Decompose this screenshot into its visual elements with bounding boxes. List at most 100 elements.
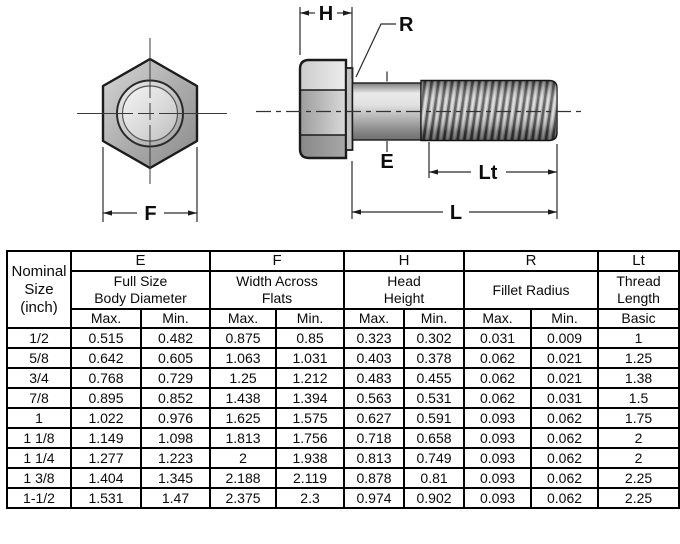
- column-name-H: Head Height: [343, 270, 466, 310]
- column-name-R: Fillet Radius: [463, 270, 600, 310]
- value-cell: 1.625: [209, 407, 278, 429]
- value-cell: 0.515: [70, 327, 142, 349]
- column-letter-R: R: [463, 250, 600, 272]
- value-cell: 1: [597, 327, 680, 349]
- value-cell: 0.852: [139, 387, 212, 409]
- f-arrow-right: [188, 210, 197, 216]
- value-cell: 1.223: [139, 447, 212, 469]
- body-diameter-label: E: [380, 151, 393, 173]
- header-subcolumn-row: Max.Min.Max.Min.Max.Min.Max.Min.Basic: [7, 308, 680, 329]
- value-cell: 1.098: [139, 427, 212, 449]
- subcolumn-H-Min: Min.: [403, 308, 466, 329]
- value-cell: 0.974: [343, 487, 406, 509]
- value-cell: 0.093: [463, 447, 533, 469]
- value-cell: 0.323: [343, 327, 406, 349]
- column-name-E: Full Size Body Diameter: [69, 270, 212, 310]
- nominal-size-cell: 1 3/8: [6, 467, 72, 489]
- value-cell: 1.022: [70, 407, 142, 429]
- table-row-1 1/4: 1 1/41.2771.22321.9380.8130.7490.0930.06…: [6, 447, 680, 469]
- value-cell: 1.5: [597, 387, 680, 409]
- lt-arrow-left: [429, 169, 438, 175]
- value-cell: 1.149: [70, 427, 142, 449]
- subcolumn-E-Max: Max.: [70, 308, 142, 329]
- nominal-size-cell: 5/8: [6, 347, 72, 369]
- bolt-head-front-view: F: [77, 38, 227, 225]
- value-cell: 0.483: [343, 367, 406, 389]
- f-arrow-left: [103, 210, 112, 216]
- value-cell: 0.302: [403, 327, 466, 349]
- nominal-size-cell: 3/4: [6, 367, 72, 389]
- value-cell: 0.062: [463, 387, 533, 409]
- value-cell: 0.563: [343, 387, 406, 409]
- value-cell: 0.749: [403, 447, 466, 469]
- value-cell: 2.25: [597, 467, 680, 489]
- value-cell: 0.875: [209, 327, 278, 349]
- l-arrow-left: [352, 209, 361, 215]
- value-cell: 1.813: [209, 427, 278, 449]
- value-cell: 0.031: [530, 387, 600, 409]
- value-cell: 0.378: [403, 347, 466, 369]
- h-arrow-left: [300, 10, 309, 16]
- value-cell: 0.81: [403, 467, 466, 489]
- value-cell: 1.47: [139, 487, 212, 509]
- value-cell: 1.438: [209, 387, 278, 409]
- value-cell: 2.3: [275, 487, 346, 509]
- value-cell: 0.031: [463, 327, 533, 349]
- value-cell: 0.642: [70, 347, 142, 369]
- value-cell: 0.605: [139, 347, 212, 369]
- value-cell: 1.75: [597, 407, 680, 429]
- nominal-size-cell: 1 1/4: [6, 447, 72, 469]
- value-cell: 1.38: [597, 367, 680, 389]
- column-name-Lt: Thread Length: [597, 270, 680, 310]
- bolt-side-view: H R E Lt: [256, 3, 585, 224]
- value-cell: 0.403: [343, 347, 406, 369]
- lt-arrow-right: [548, 169, 557, 175]
- overall-length-dimension: [351, 161, 557, 219]
- value-cell: 0.062: [530, 447, 600, 469]
- value-cell: 0.895: [70, 387, 142, 409]
- width-across-flats-label: F: [144, 203, 156, 225]
- bolt-technical-drawing: F H: [77, 3, 585, 225]
- value-cell: 1.938: [275, 447, 346, 469]
- value-cell: 1.25: [209, 367, 278, 389]
- nominal-size-cell: 7/8: [6, 387, 72, 409]
- value-cell: 0.062: [530, 487, 600, 509]
- value-cell: 2.188: [209, 467, 278, 489]
- value-cell: 0.062: [530, 407, 600, 429]
- head-outline: [298, 58, 348, 160]
- column-letter-H: H: [343, 250, 466, 272]
- subcolumn-Lt-Basic: Basic: [597, 308, 680, 329]
- value-cell: 1.345: [139, 467, 212, 489]
- thread-shading: [421, 80, 557, 141]
- value-cell: 0.093: [463, 407, 533, 429]
- nominal-size-cell: 1 1/8: [6, 427, 72, 449]
- head-bottom-facet: [300, 135, 346, 158]
- value-cell: 0.531: [403, 387, 466, 409]
- nominal-size-cell: 1/2: [6, 327, 72, 349]
- subcolumn-R-Max: Max.: [463, 308, 533, 329]
- value-cell: 1.394: [275, 387, 346, 409]
- subcolumn-R-Min: Min.: [530, 308, 600, 329]
- value-cell: 0.021: [530, 367, 600, 389]
- value-cell: 0.093: [463, 487, 533, 509]
- fillet-radius-label: R: [399, 14, 414, 36]
- value-cell: 0.85: [275, 327, 346, 349]
- column-name-F: Width Across Flats: [209, 270, 346, 310]
- value-cell: 2.25: [597, 487, 680, 509]
- head-top-facet: [300, 60, 346, 90]
- nominal-size-cell: 1: [6, 407, 72, 429]
- overall-length-label: L: [450, 202, 462, 224]
- value-cell: 0.729: [139, 367, 212, 389]
- table-row-1 3/8: 1 3/81.4041.3452.1882.1190.8780.810.0930…: [6, 467, 680, 489]
- value-cell: 2: [209, 447, 278, 469]
- subcolumn-E-Min: Min.: [139, 308, 212, 329]
- value-cell: 1.756: [275, 427, 346, 449]
- corner-header-cell: Nominal Size (inch): [6, 250, 72, 329]
- value-cell: 1.063: [209, 347, 278, 369]
